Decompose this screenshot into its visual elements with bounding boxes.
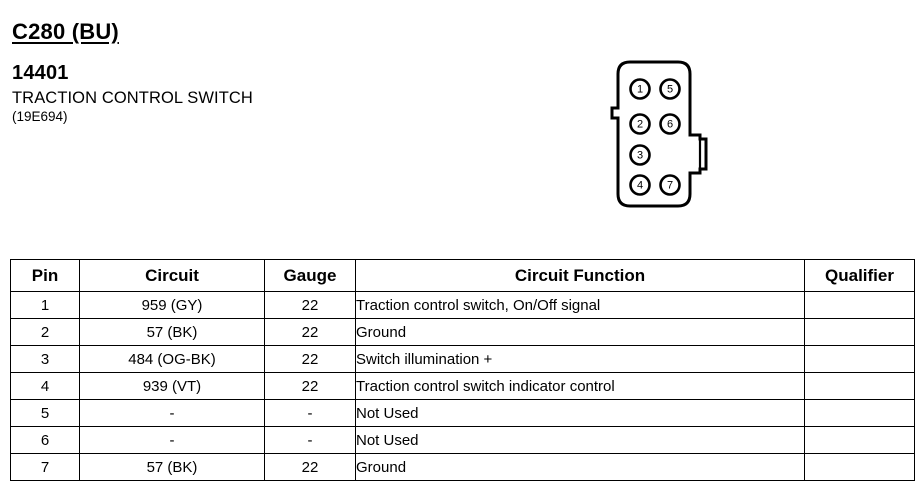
table-body: 1 959 (GY) 22 Traction control switch, O…	[10, 291, 915, 481]
pin-3-label: 3	[637, 150, 643, 162]
cell-function: Not Used	[355, 399, 805, 427]
cell-function: Switch illumination +	[355, 345, 805, 373]
cell-pin: 1	[10, 291, 80, 319]
cell-gauge: 22	[264, 291, 356, 319]
table-row: 6 - - Not Used	[10, 426, 915, 454]
cell-qualifier	[804, 399, 915, 427]
table-row: 4 939 (VT) 22 Traction control switch in…	[10, 372, 915, 400]
pin-4: 4	[629, 174, 651, 196]
component-name: TRACTION CONTROL SWITCH	[12, 89, 253, 107]
cell-gauge: 22	[264, 345, 356, 373]
cell-pin: 4	[10, 372, 80, 400]
cell-qualifier	[804, 345, 915, 373]
pin-3: 3	[629, 144, 651, 166]
cell-pin: 3	[10, 345, 80, 373]
cell-pin: 7	[10, 453, 80, 481]
pin-6: 6	[659, 113, 681, 135]
pin-2: 2	[629, 113, 651, 135]
cell-pin: 6	[10, 426, 80, 454]
cell-qualifier	[804, 426, 915, 454]
column-header-circuit: Circuit	[79, 259, 265, 292]
cell-circuit: 57 (BK)	[79, 318, 265, 346]
column-header-gauge: Gauge	[264, 259, 356, 292]
component-code: (19E694)	[12, 109, 68, 125]
cell-gauge: -	[264, 426, 356, 454]
connector-id-title: C280 (BU)	[12, 19, 119, 44]
cell-circuit: 484 (OG-BK)	[79, 345, 265, 373]
pin-7-label: 7	[667, 180, 673, 192]
column-header-function: Circuit Function	[355, 259, 805, 292]
pin-1-label: 1	[637, 84, 643, 96]
cell-gauge: -	[264, 399, 356, 427]
table-row: 7 57 (BK) 22 Ground	[10, 453, 915, 481]
table-row: 5 - - Not Used	[10, 399, 915, 427]
cell-qualifier	[804, 318, 915, 346]
cell-pin: 2	[10, 318, 80, 346]
cell-function: Not Used	[355, 426, 805, 454]
connector-diagram: 1 5 2 6 3 4 7	[596, 56, 716, 216]
pin-7: 7	[659, 174, 681, 196]
cell-function: Traction control switch, On/Off signal	[355, 291, 805, 319]
pin-2-label: 2	[637, 119, 643, 131]
cell-qualifier	[804, 291, 915, 319]
table-row: 3 484 (OG-BK) 22 Switch illumination +	[10, 345, 915, 373]
cell-gauge: 22	[264, 318, 356, 346]
cell-circuit: 57 (BK)	[79, 453, 265, 481]
table-header: Pin Circuit Gauge Circuit Function Quali…	[10, 259, 915, 292]
cell-circuit: -	[79, 426, 265, 454]
cell-function: Ground	[355, 318, 805, 346]
table-row: 1 959 (GY) 22 Traction control switch, O…	[10, 291, 915, 319]
cell-qualifier	[804, 372, 915, 400]
part-number: 14401	[12, 62, 69, 84]
column-header-pin: Pin	[10, 259, 80, 292]
pin-1: 1	[629, 78, 651, 100]
cell-gauge: 22	[264, 453, 356, 481]
pin-4-label: 4	[637, 180, 643, 192]
cell-circuit: 959 (GY)	[79, 291, 265, 319]
pinout-table: Pin Circuit Gauge Circuit Function Quali…	[10, 259, 915, 481]
column-header-qualifier: Qualifier	[804, 259, 915, 292]
connector-header: C280 (BU) 14401 TRACTION CONTROL SWITCH …	[12, 20, 432, 125]
cell-circuit: -	[79, 399, 265, 427]
cell-circuit: 939 (VT)	[79, 372, 265, 400]
cell-qualifier	[804, 453, 915, 481]
pin-5: 5	[659, 78, 681, 100]
cell-function: Traction control switch indicator contro…	[355, 372, 805, 400]
cell-pin: 5	[10, 399, 80, 427]
pin-5-label: 5	[667, 84, 673, 96]
table-row: 2 57 (BK) 22 Ground	[10, 318, 915, 346]
table-header-row: Pin Circuit Gauge Circuit Function Quali…	[10, 259, 915, 292]
pin-6-label: 6	[667, 119, 673, 131]
cell-gauge: 22	[264, 372, 356, 400]
cell-function: Ground	[355, 453, 805, 481]
